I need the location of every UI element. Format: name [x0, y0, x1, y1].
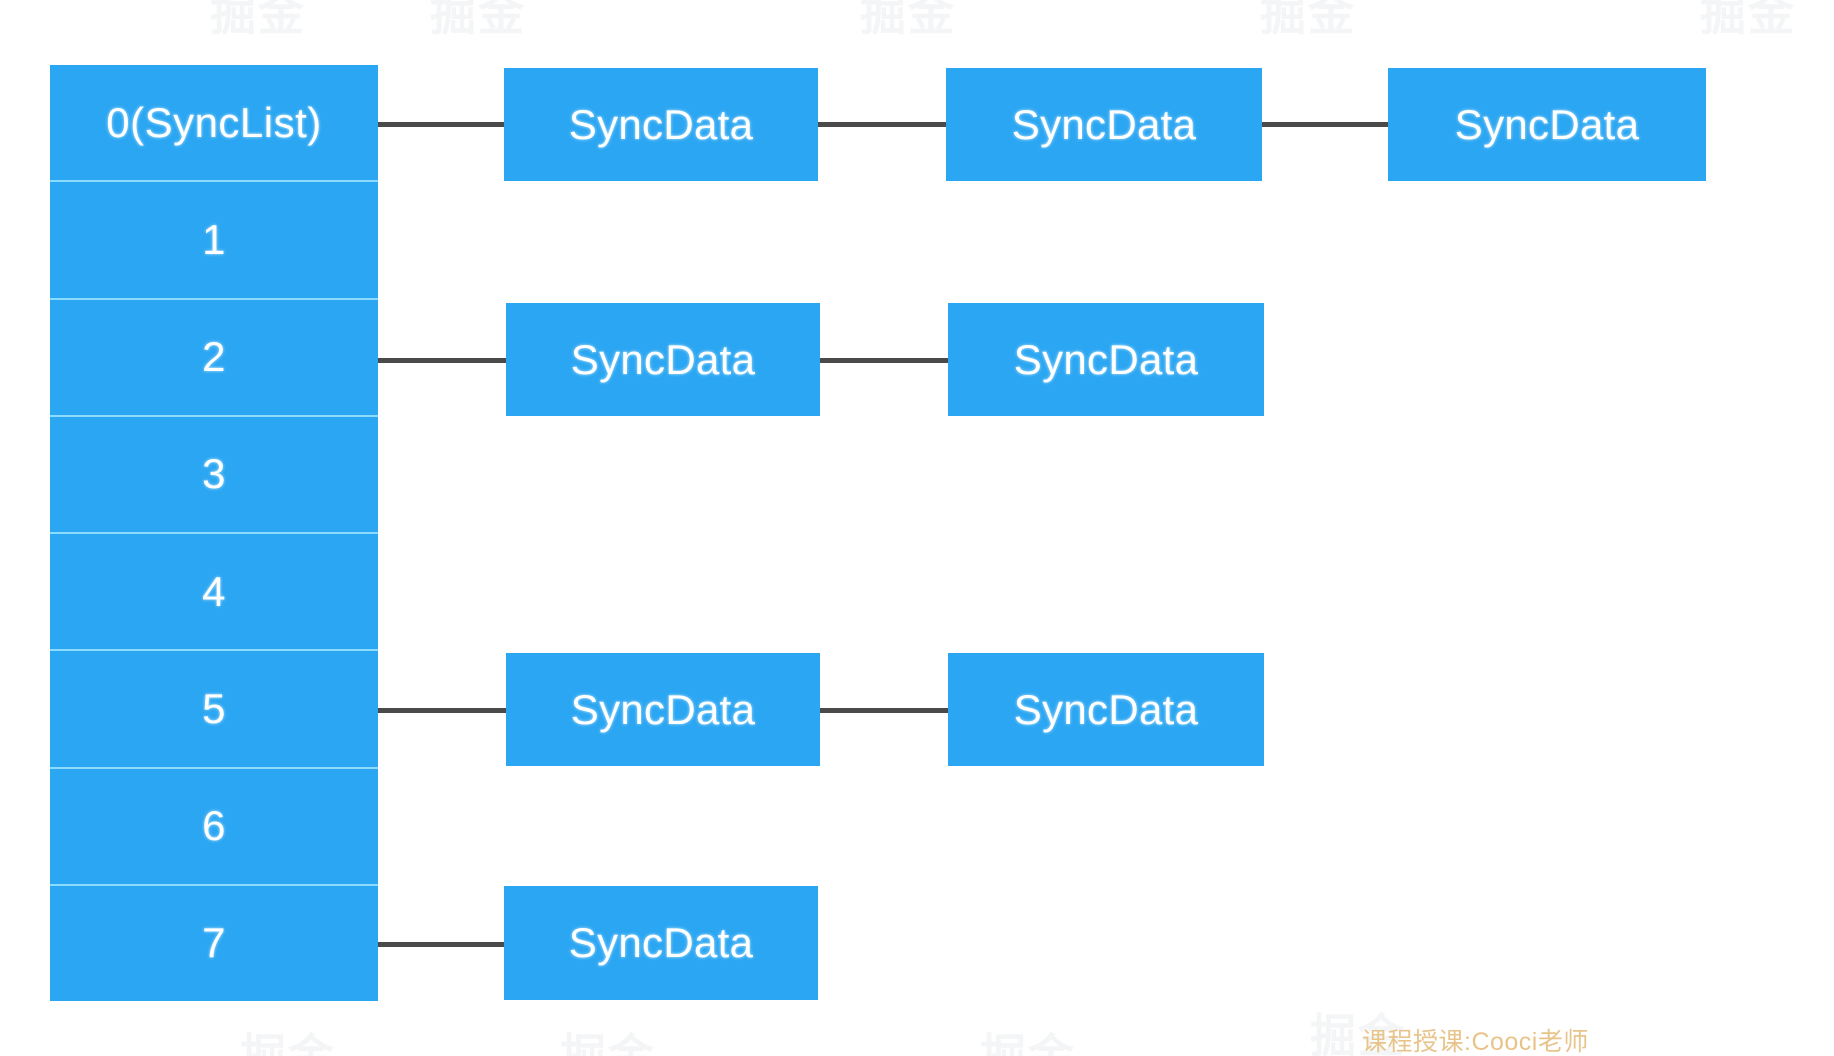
background-watermark: 掘金: [560, 1030, 656, 1056]
link-bucket7-node0: [368, 942, 504, 947]
link-node0-node1-row5: [820, 708, 948, 713]
link-node0-node1-row2: [820, 358, 948, 363]
background-watermark: 掘金: [1260, 0, 1356, 40]
bucket-row-3[interactable]: 3: [50, 416, 378, 534]
author-watermark: 课程授课:Cooci老师: [1362, 1028, 1589, 1056]
bucket-row-2[interactable]: 2: [50, 299, 378, 417]
link-node0-node1-row0: [818, 122, 948, 127]
syncdata-node-bucket0-1[interactable]: SyncData: [946, 68, 1262, 181]
syncdata-node-bucket7-0[interactable]: SyncData: [504, 886, 818, 1000]
link-node1-node2-row0: [1262, 122, 1390, 127]
syncdata-node-bucket5-0[interactable]: SyncData: [506, 653, 820, 766]
link-bucket0-node0: [378, 122, 504, 127]
syncdata-node-bucket5-1[interactable]: SyncData: [948, 653, 1264, 766]
background-watermark: 掘金: [430, 0, 526, 40]
background-watermark: 掘金: [1700, 0, 1796, 40]
bucket-row-1[interactable]: 1: [50, 182, 378, 300]
syncdata-node-bucket0-0[interactable]: SyncData: [504, 68, 818, 181]
bucket-row-5[interactable]: 5: [50, 651, 378, 769]
background-watermark: 掘金: [210, 0, 306, 40]
background-watermark: 掘金: [240, 1030, 336, 1056]
bucket-row-7[interactable]: 7: [50, 885, 378, 1001]
bucket-row-0[interactable]: 0(SyncList): [50, 65, 378, 183]
background-watermark: 掘金: [860, 0, 956, 40]
syncdata-node-bucket0-2[interactable]: SyncData: [1388, 68, 1706, 181]
link-bucket5-node0: [378, 708, 506, 713]
syncdata-node-bucket2-1[interactable]: SyncData: [948, 303, 1264, 416]
hash-bucket-array: 0(SyncList) 1 2 3 4 5 6 7: [50, 65, 378, 1001]
bucket-row-6[interactable]: 6: [50, 768, 378, 886]
background-watermark: 掘金: [980, 1030, 1076, 1056]
bucket-row-4[interactable]: 4: [50, 534, 378, 652]
link-bucket2-node0: [378, 358, 506, 363]
syncdata-node-bucket2-0[interactable]: SyncData: [506, 303, 820, 416]
